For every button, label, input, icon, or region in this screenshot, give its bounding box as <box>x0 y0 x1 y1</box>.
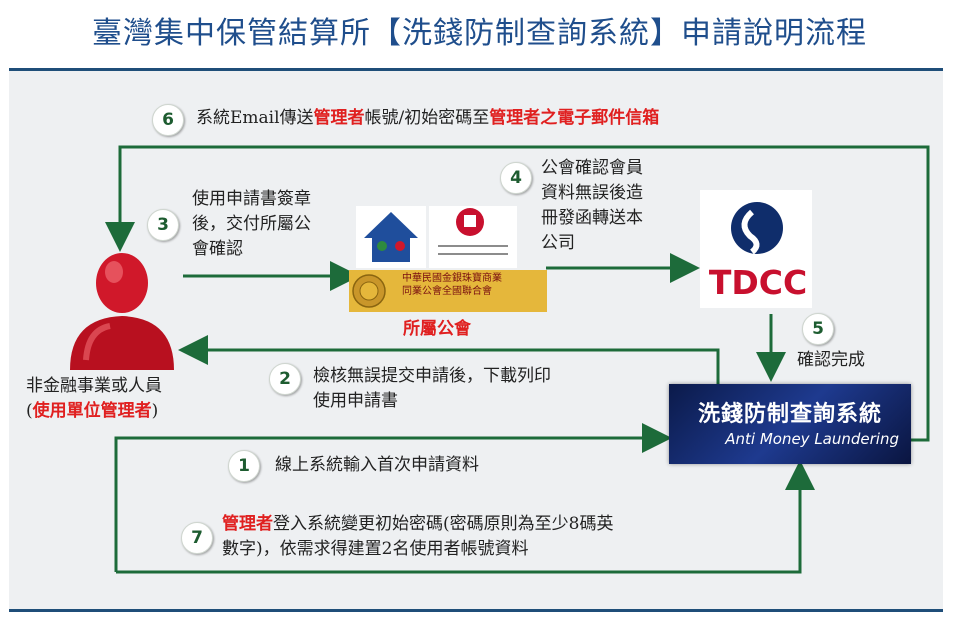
aml-system-box: 洗錢防制查詢系統 Anti Money Laundering <box>669 384 911 464</box>
user-label-paren-close: ) <box>151 401 159 421</box>
union-label: 所屬公會 <box>403 319 471 339</box>
step7-line1: 登入系統變更初始密碼(密碼原則為至少8碼英 <box>273 514 614 534</box>
step6-badge: 6 <box>152 104 184 136</box>
step1-text: 線上系統輸入首次申請資料 <box>275 455 479 475</box>
aml-title-cn: 洗錢防制查詢系統 <box>697 402 882 427</box>
user-label: 非金融事業或人員 (使用單位管理者) <box>26 374 162 424</box>
step4-text: 公會確認會員 資料無誤後造 冊發函轉送本 公司 <box>541 156 643 256</box>
arrow-step2 <box>178 335 720 384</box>
step6-text-red2: 管理者之電子郵件信箱 <box>489 108 660 128</box>
user-label-line1: 非金融事業或人員 <box>26 376 162 396</box>
step2-text: 檢核無誤提交申請後，下載列印 使用申請書 <box>313 364 551 414</box>
user-icon <box>70 253 174 370</box>
step1-badge: 1 <box>228 450 260 482</box>
step7-text: 管理者登入系統變更初始密碼(密碼原則為至少8碼英 數字)，依需求得建置2名使用者… <box>222 512 613 562</box>
step6-text-pre: 系統Email傳送 <box>196 108 314 128</box>
step4-line2: 資料無誤後造 <box>541 183 643 203</box>
step2-line1: 檢核無誤提交申請後，下載列印 <box>313 366 551 386</box>
step7-badge: 7 <box>181 522 213 554</box>
arrow-step7 <box>116 460 815 574</box>
step4-badge: 4 <box>500 162 532 194</box>
tdcc-logo <box>700 190 812 308</box>
union-seal-line2: 同業公會全國聯合會 <box>402 286 492 297</box>
user-label-paren-open: ( <box>26 401 33 421</box>
step4-line4: 公司 <box>541 233 575 253</box>
step5-text: 確認完成 <box>797 350 865 370</box>
step2-line2: 使用申請書 <box>313 391 398 411</box>
step2-badge: 2 <box>269 363 301 395</box>
user-label-line2: (使用單位管理者) <box>26 399 162 424</box>
arrow-step6 <box>105 145 930 442</box>
step4-line3: 冊發函轉送本 <box>541 208 643 228</box>
step5-badge: 5 <box>802 313 834 345</box>
step4-line1: 公會確認會員 <box>541 158 643 178</box>
union-logos <box>349 206 547 312</box>
union-seal-text: 中華民國金銀珠寶商業 同業公會全國聯合會 <box>402 272 502 298</box>
aml-title-en: Anti Money Laundering <box>725 430 899 448</box>
page-title: 臺灣集中保管結算所【洗錢防制查詢系統】申請說明流程 <box>92 16 867 51</box>
step3-line3: 會確認 <box>192 239 243 259</box>
step6-text-red1: 管理者 <box>313 108 365 128</box>
tdcc-text: TDCC <box>708 263 808 302</box>
step3-text: 使用申請書簽章 後，交付所屬公 會確認 <box>192 187 311 262</box>
arrow-step1 <box>114 423 672 572</box>
step6-text-mid: 帳號/初始密碼至 <box>364 108 490 128</box>
step3-line2: 後，交付所屬公 <box>192 214 311 234</box>
step6-text: 系統Email傳送管理者帳號/初始密碼至管理者之電子郵件信箱 <box>196 106 659 131</box>
step3-line1: 使用申請書簽章 <box>192 189 311 209</box>
step7-text-red: 管理者 <box>222 514 273 534</box>
union-seal-line1: 中華民國金銀珠寶商業 <box>402 273 502 284</box>
step7-line2: 數字)，依需求得建置2名使用者帳號資料 <box>222 539 529 559</box>
step3-badge: 3 <box>147 209 179 241</box>
user-label-red: 使用單位管理者 <box>32 401 152 421</box>
